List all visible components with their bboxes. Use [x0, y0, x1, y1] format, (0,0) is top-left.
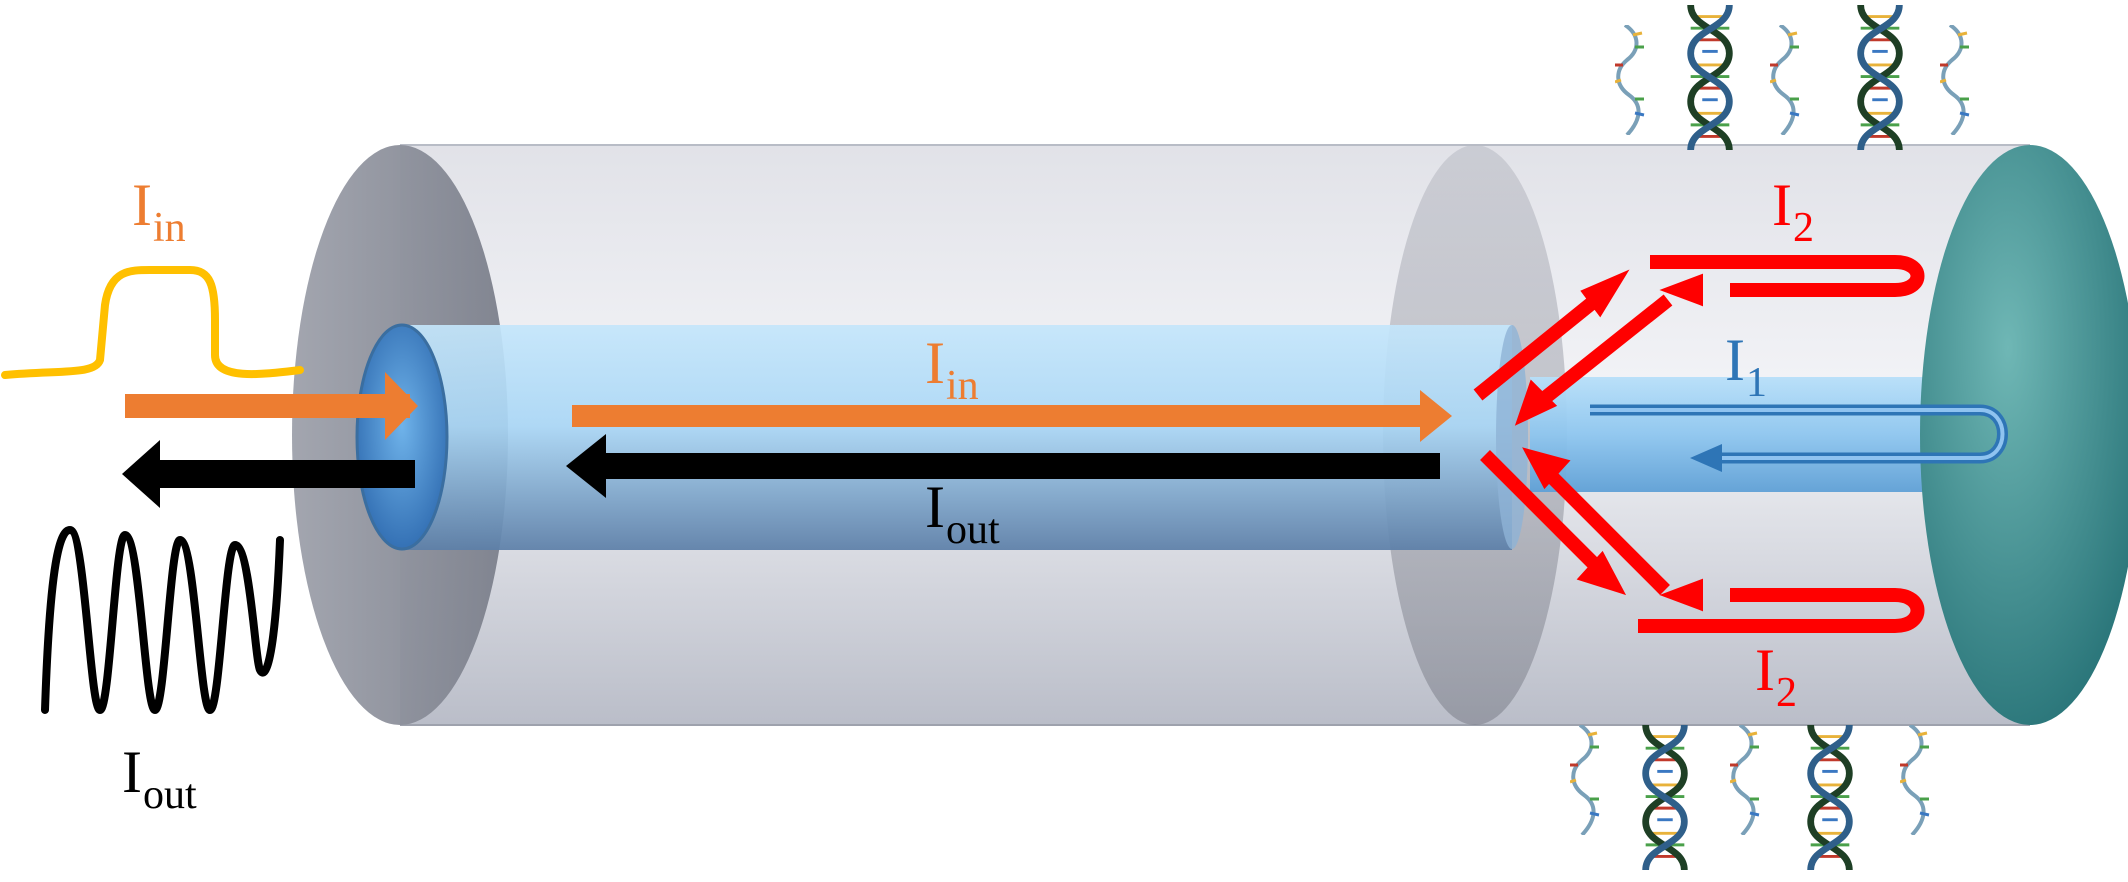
- dna-helix-icon: [1646, 725, 1685, 870]
- label-symbol: I: [132, 172, 152, 238]
- output-arrow-core: [566, 434, 1440, 498]
- core-reflection-arrow: [1590, 404, 2008, 472]
- label-subscript: 2: [1775, 670, 1797, 716]
- single-strand-dna-icon: [1730, 725, 1760, 835]
- label-symbol: I: [122, 739, 142, 805]
- label-cladding-reflection-top: I2: [1772, 172, 1814, 249]
- single-strand-dna-icon: [1940, 25, 1970, 135]
- single-strand-dna-icon: [1900, 725, 1930, 835]
- dna-helix-icon: [1691, 5, 1730, 150]
- dna-helix-icon: [1861, 5, 1900, 150]
- single-strand-dna-icon: [1770, 25, 1800, 135]
- output-oscillation: [41, 525, 284, 715]
- label-subscript: 2: [1792, 205, 1814, 251]
- label-symbol: I: [1725, 327, 1745, 393]
- fiber-end-face: [1920, 145, 2128, 725]
- label-cladding-reflection-bottom: I2: [1755, 637, 1797, 714]
- dna-probes-bottom: [1570, 725, 1930, 870]
- dna-helix-icon: [1811, 725, 1850, 870]
- label-subscript: out: [142, 772, 197, 818]
- label-symbol: I: [1772, 172, 1792, 238]
- label-subscript: 1: [1745, 360, 1767, 406]
- label-symbol: I: [925, 330, 945, 396]
- label-symbol: I: [1755, 637, 1775, 703]
- dna-probes-top: [1615, 5, 1970, 150]
- cladding-reflection-arrows: [1473, 255, 1925, 633]
- core-input-face: [355, 323, 449, 551]
- label-subscript: out: [945, 507, 1000, 553]
- fiber-core: [355, 323, 1528, 551]
- label-output-intensity-core: Iout: [925, 474, 1000, 551]
- label-subscript: in: [152, 205, 186, 251]
- label-input-intensity-outside: Iin: [132, 172, 186, 249]
- input-arrow-outside: [125, 372, 418, 440]
- output-arrow-outside: [122, 440, 415, 508]
- label-core-reflection: I1: [1725, 327, 1767, 404]
- input-pulse: [1, 266, 304, 379]
- label-subscript: in: [945, 363, 979, 409]
- label-symbol: I: [925, 474, 945, 540]
- label-input-intensity-core: Iin: [925, 330, 979, 407]
- input-arrow-core: [572, 390, 1452, 442]
- single-strand-dna-icon: [1570, 725, 1600, 835]
- single-strand-dna-icon: [1615, 25, 1645, 135]
- label-output-intensity-outside: Iout: [122, 739, 197, 816]
